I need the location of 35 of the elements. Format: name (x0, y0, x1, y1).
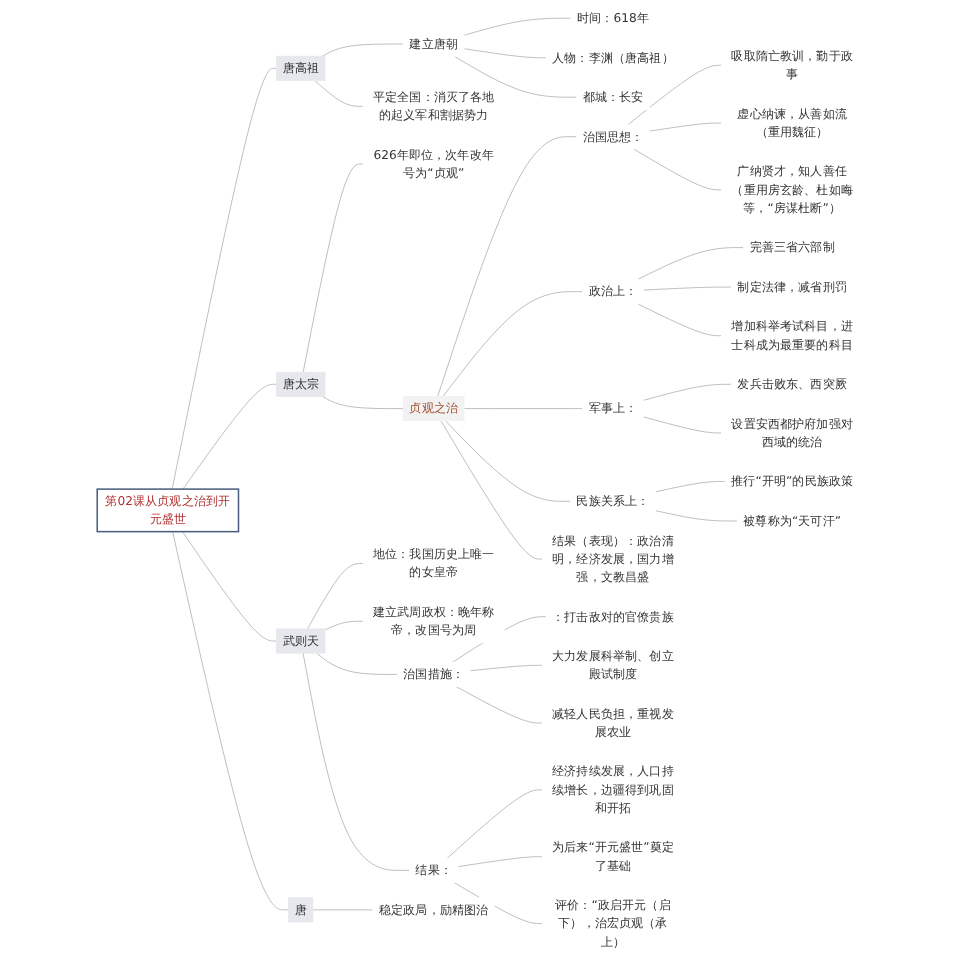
connector (642, 416, 722, 434)
connector (302, 163, 364, 373)
connector (457, 856, 543, 868)
connector (307, 563, 364, 630)
connector (445, 420, 571, 502)
connector (655, 481, 726, 493)
connector (655, 510, 738, 522)
connector (463, 17, 572, 36)
connector (637, 303, 722, 337)
connector (322, 396, 404, 409)
connector (302, 652, 410, 871)
connector (446, 789, 543, 859)
connector (627, 64, 722, 125)
connector (171, 67, 277, 490)
connector (642, 286, 732, 291)
connector (172, 531, 289, 911)
connector (316, 652, 398, 675)
connector (469, 664, 543, 672)
connector (642, 383, 732, 401)
connector (324, 620, 364, 631)
connector (182, 531, 277, 642)
connector (442, 291, 583, 397)
connector (182, 383, 277, 490)
connector (322, 43, 404, 57)
connector (637, 247, 744, 280)
connector (463, 48, 547, 59)
connector (633, 148, 722, 191)
connector (312, 909, 374, 911)
connector (437, 136, 577, 397)
connector (455, 686, 543, 724)
connector (649, 122, 722, 132)
connector (453, 55, 577, 98)
connector (463, 408, 583, 409)
connector (314, 80, 364, 107)
connector (440, 420, 543, 560)
